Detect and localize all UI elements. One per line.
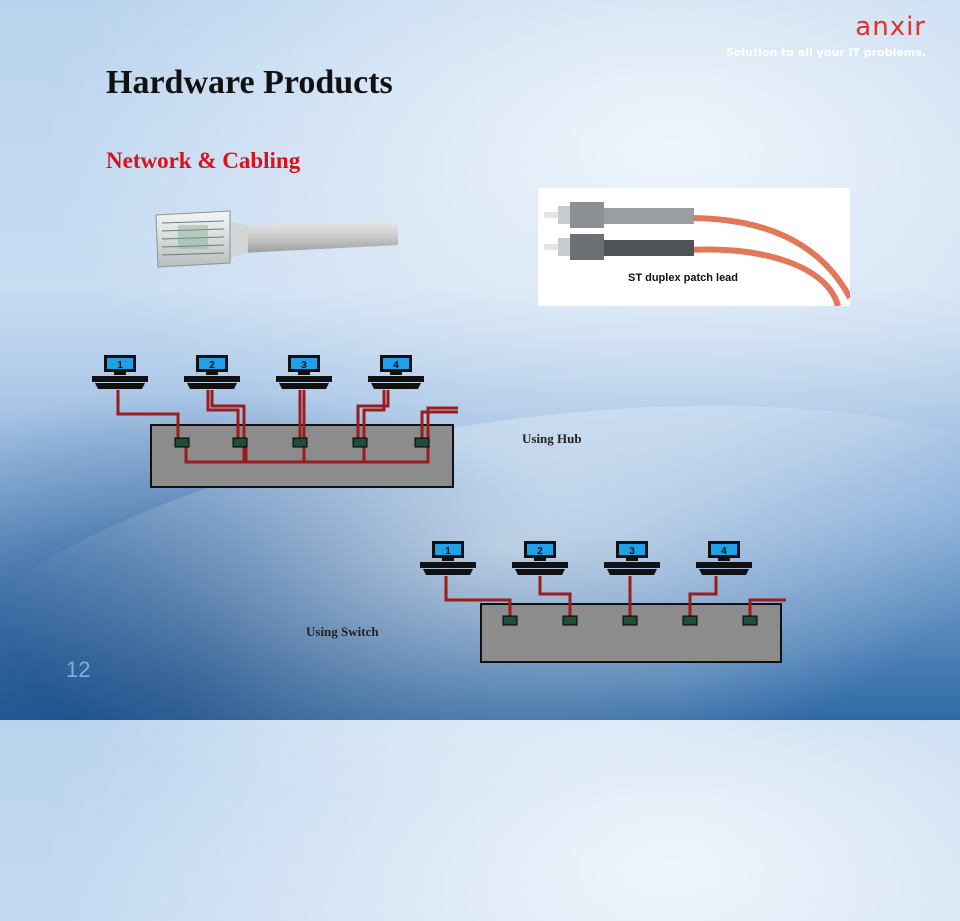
switch-port-5 (742, 615, 758, 626)
hub-computer-number: 1 (117, 360, 123, 371)
rj45-cable-image (155, 210, 398, 268)
switch-computer-number: 2 (537, 546, 543, 557)
switch-computer-number: 1 (445, 546, 451, 557)
switch-port-3 (622, 615, 638, 626)
hub-port-4 (352, 437, 368, 448)
switch-device (480, 603, 782, 663)
hub-computer-number: 3 (301, 360, 307, 371)
hub-computer-3: 3 (276, 355, 332, 389)
hub-computer-1: 1 (92, 355, 148, 389)
hub-label: Using Hub (522, 431, 582, 446)
switch-computer-3: 3 (604, 541, 660, 575)
brand-tagline: Solution to all your IT problems. (725, 46, 926, 59)
hub-computer-4: 4 (368, 355, 424, 389)
switch-port-4 (682, 615, 698, 626)
slide-subtitle: Network & Cabling (106, 148, 301, 173)
switch-port-2 (562, 615, 578, 626)
hub-computer-2: 2 (184, 355, 240, 389)
switch-computer-4: 4 (696, 541, 752, 575)
hub-port-1 (174, 437, 190, 448)
switch-computer-number: 4 (721, 546, 727, 557)
hub-device (150, 424, 454, 488)
hub-computer-number: 4 (393, 360, 399, 371)
page-number: 12 (66, 657, 91, 682)
hub-port-2 (232, 437, 248, 448)
brand-name: anxir (855, 12, 926, 42)
fiber-caption: ST duplex patch lead (628, 272, 739, 284)
hub-port-5 (414, 437, 430, 448)
switch-computer-1: 1 (420, 541, 476, 575)
switch-label: Using Switch (306, 624, 379, 639)
hub-computer-number: 2 (209, 360, 215, 371)
slide-title: Hardware Products (106, 64, 393, 101)
brand-logo: anxir Solution to all your IT problems. (726, 14, 926, 59)
switch-network-diagram: 12345 (420, 541, 786, 663)
fiber-patch-lead-image: ST duplex patch lead (538, 188, 853, 307)
switch-computer-number: 3 (629, 546, 635, 557)
hub-port-3 (292, 437, 308, 448)
fiber-illustration (544, 202, 853, 307)
switch-computer-2: 2 (512, 541, 568, 575)
hub-network-diagram: 12345 (92, 355, 458, 488)
switch-port-1 (502, 615, 518, 626)
